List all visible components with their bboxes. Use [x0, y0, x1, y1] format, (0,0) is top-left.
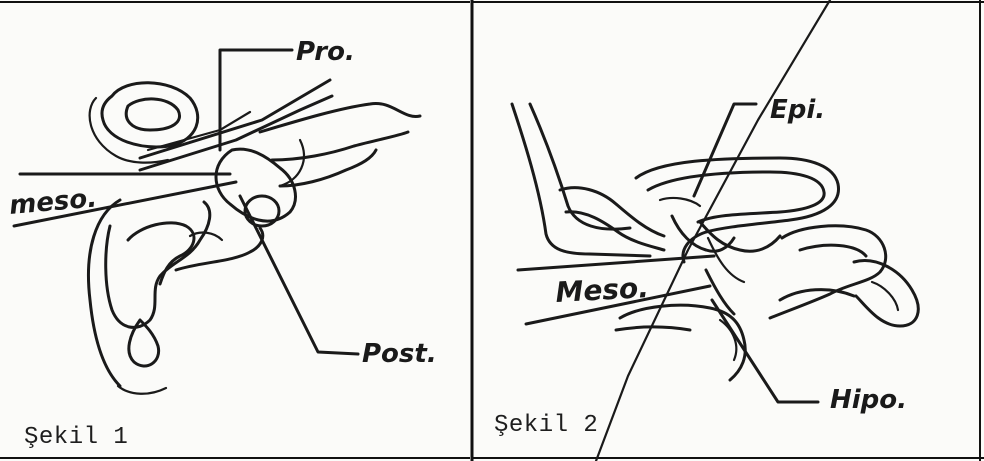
label-meso-2: Meso. — [555, 271, 650, 309]
label-meso-1: meso. — [8, 183, 98, 221]
label-post: Post. — [362, 339, 437, 369]
figure-1-caption: Şekil 1 — [24, 424, 128, 451]
figure-1-drawing — [14, 50, 420, 394]
label-epi: Epi. — [770, 95, 825, 125]
panel-1-frame — [0, 2, 470, 458]
panel-2-frame — [472, 0, 984, 461]
label-hipo: Hipo. — [830, 385, 907, 415]
label-pro: Pro. — [296, 37, 355, 67]
figure-2-caption: Şekil 2 — [494, 412, 598, 439]
